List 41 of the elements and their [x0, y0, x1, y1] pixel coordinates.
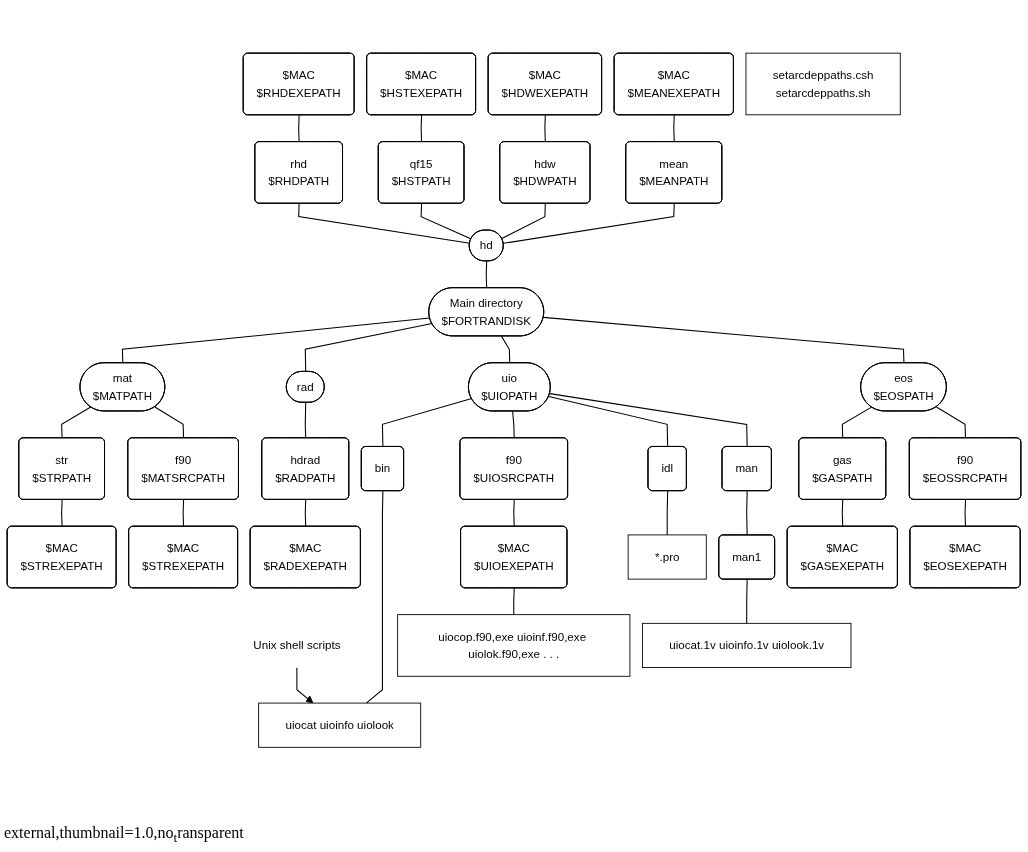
- connector: [543, 316, 905, 364]
- connector: [841, 499, 844, 527]
- connector: [420, 114, 423, 143]
- connector: [746, 578, 748, 624]
- node-box: *.pro: [627, 534, 707, 580]
- node-box: setarcdeppaths.csh setarcdeppaths.sh: [745, 52, 901, 115]
- connector: [964, 499, 967, 527]
- connector: [304, 401, 307, 439]
- connector: [121, 317, 431, 364]
- node-box: uiocat.1v uioinfo.1v uiolook.1v: [641, 622, 852, 668]
- connector: [154, 406, 185, 439]
- connector: [501, 335, 511, 364]
- connector: [182, 499, 185, 527]
- connector: [502, 202, 675, 244]
- connector: [746, 490, 748, 536]
- connector: [512, 410, 515, 439]
- connector: [61, 499, 63, 527]
- connector: [61, 406, 92, 439]
- note-text: external,thumbnail=1.0,no$_{t}$ransparent: [4, 823, 244, 846]
- connector: [513, 499, 515, 527]
- connector: [548, 395, 669, 448]
- node-box: uiocat uioinfo uiolook: [258, 702, 422, 748]
- connector: [544, 114, 546, 143]
- connector: [365, 490, 384, 704]
- connector: [420, 202, 472, 240]
- connector: [304, 499, 307, 527]
- node-text: Unix shell scripts: [253, 638, 341, 652]
- connector: [298, 114, 300, 143]
- connector: [485, 260, 488, 289]
- connector: [381, 397, 473, 448]
- connector: [549, 392, 748, 448]
- connector: [304, 322, 433, 373]
- connector: [935, 406, 967, 439]
- node-box: uiocop.f90,exe uioinf.f90,exe uiolok.f90,exe . . .: [397, 613, 631, 677]
- connector: [673, 114, 675, 143]
- arrow: [296, 666, 314, 704]
- connector: [666, 490, 669, 536]
- connector: [501, 202, 546, 239]
- connector: [513, 587, 515, 615]
- connector: [841, 406, 873, 439]
- connector: [298, 202, 471, 244]
